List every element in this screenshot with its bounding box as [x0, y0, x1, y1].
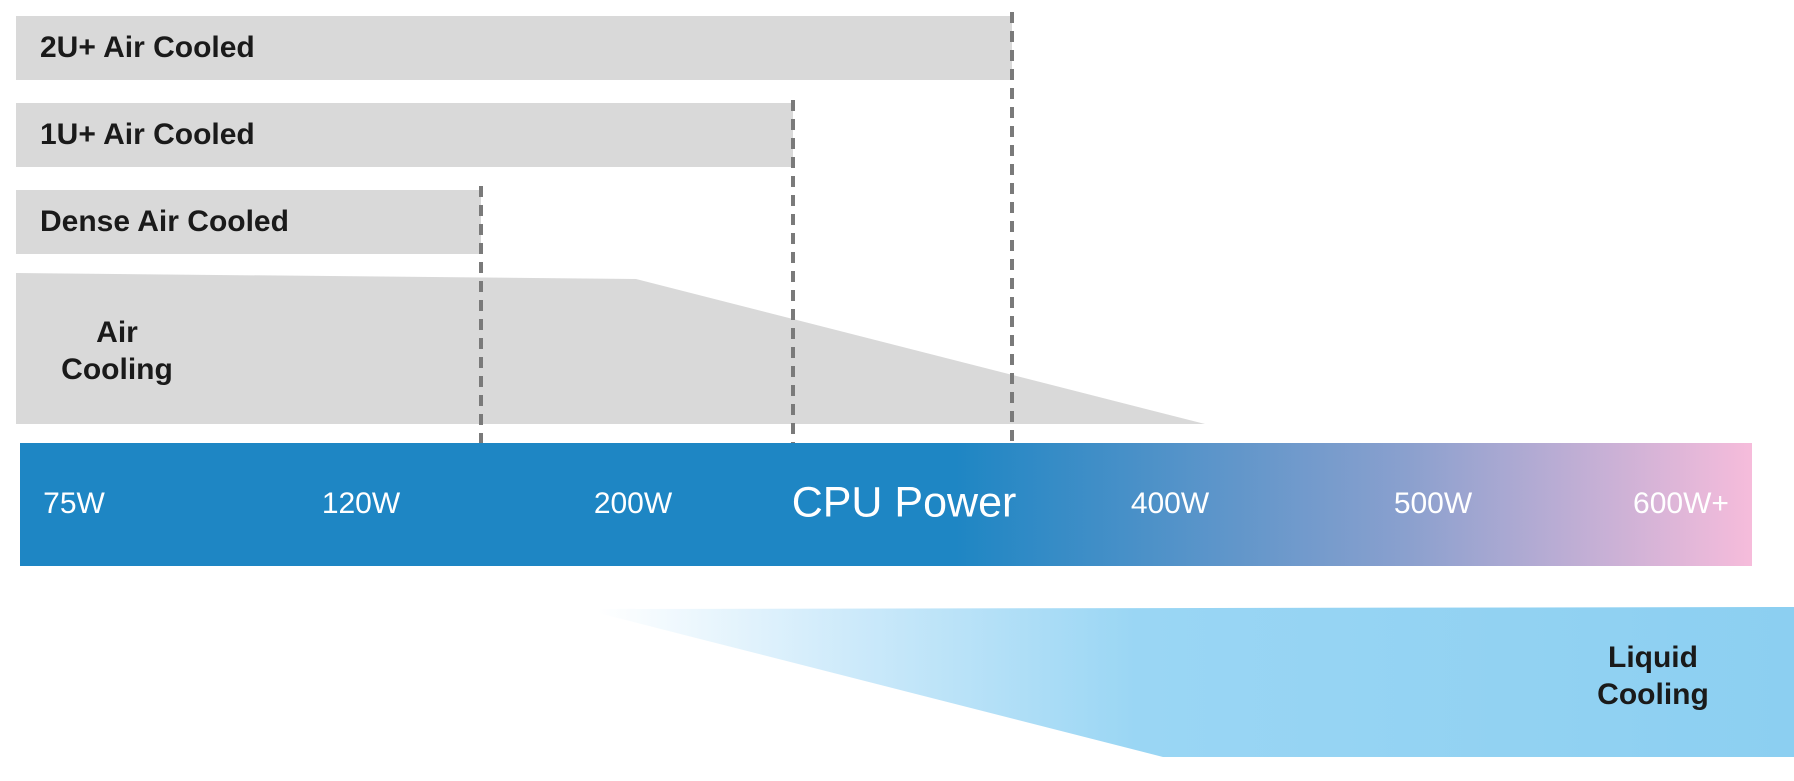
- liquid-cooling-label: Liquid Cooling: [1564, 640, 1742, 713]
- axis-title-cpu-power: CPU Power: [791, 478, 1017, 527]
- band-1u-air-cooled: 1U+ Air Cooled: [16, 103, 793, 167]
- tick-120w: 120W: [321, 487, 401, 520]
- guideline-1u-air: [791, 100, 795, 443]
- band-dense-air-cooled: Dense Air Cooled: [16, 190, 481, 254]
- tick-400w: 400W: [1130, 487, 1210, 520]
- liquid-label-line2: Cooling: [1597, 677, 1709, 711]
- band-1u-label: 1U+ Air Cooled: [40, 118, 255, 151]
- band-dense-label: Dense Air Cooled: [40, 205, 289, 238]
- tick-200w: 200W: [593, 487, 673, 520]
- cpu-power-axis: [20, 443, 1752, 566]
- air-label-line1: Air: [96, 316, 138, 349]
- guideline-2u-air: [1010, 12, 1014, 443]
- guideline-dense-air: [479, 186, 483, 443]
- band-2u-air-cooled: 2U+ Air Cooled: [16, 16, 1012, 80]
- band-2u-label: 2U+ Air Cooled: [40, 31, 255, 64]
- tick-600w-plus: 600W+: [1633, 487, 1729, 520]
- tick-500w: 500W: [1393, 487, 1473, 520]
- air-label-line2: Cooling: [61, 352, 173, 386]
- tick-75w: 75W: [43, 487, 105, 520]
- air-cooling-label: Air Cooling: [34, 315, 200, 388]
- liquid-label-line1: Liquid: [1608, 641, 1698, 674]
